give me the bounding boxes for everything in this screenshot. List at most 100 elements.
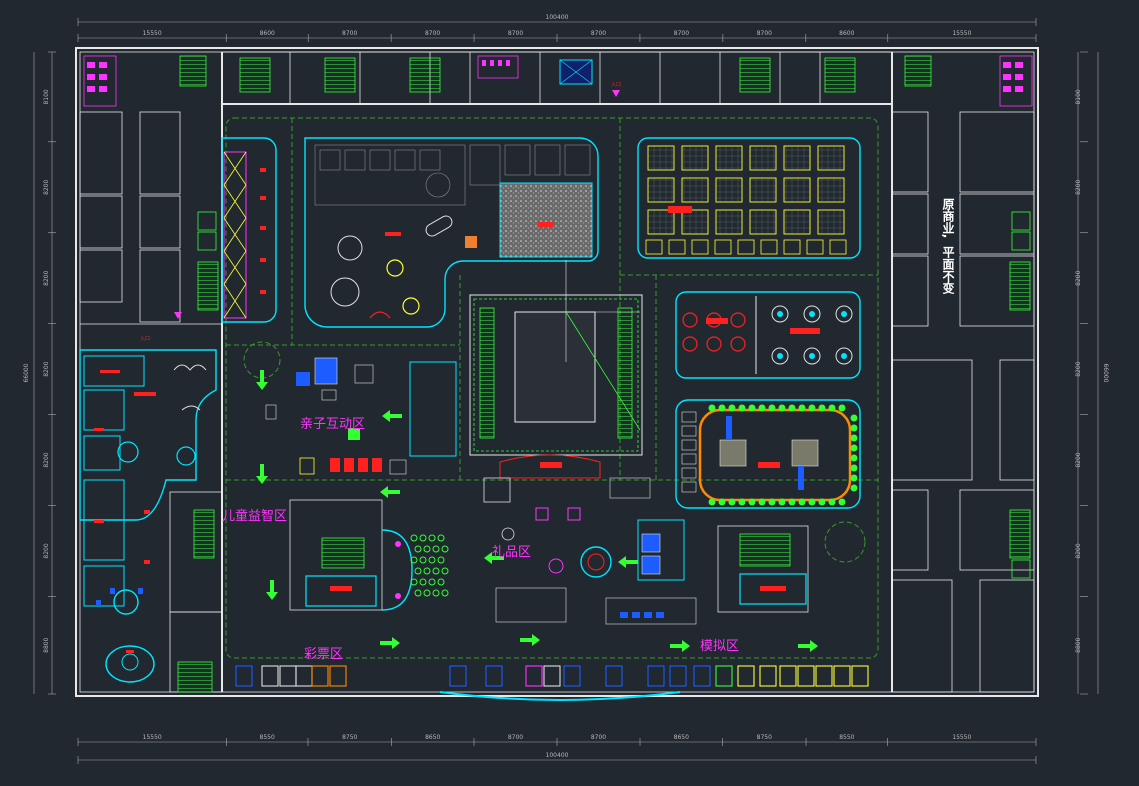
tree	[788, 498, 796, 506]
tile-pad	[647, 209, 675, 235]
flow-arrow-icon	[618, 556, 638, 568]
tile-pad-small	[714, 239, 732, 255]
tree	[850, 464, 858, 472]
dimension-label: 8700	[342, 30, 357, 37]
plant	[423, 567, 431, 575]
zone-parent-child: 亲子互动区	[300, 417, 365, 432]
table-center	[777, 353, 783, 359]
plant	[410, 556, 418, 564]
game-table	[682, 312, 698, 328]
dimension-label: 15550	[952, 30, 971, 37]
playground-top-left	[304, 137, 599, 328]
game-machine	[759, 665, 777, 687]
plant	[423, 545, 431, 553]
tile-pad	[783, 209, 811, 235]
dimension-label: 8600	[260, 30, 275, 37]
table-center	[809, 311, 815, 317]
game-machine	[797, 665, 815, 687]
game-machine	[647, 665, 665, 687]
dimension-label: 8200	[43, 270, 50, 285]
plant	[432, 545, 440, 553]
top-shop-row: 入口	[179, 51, 932, 105]
tree	[758, 498, 766, 506]
tile-pad	[681, 145, 709, 171]
tile-pad	[817, 209, 845, 235]
plant	[410, 578, 418, 586]
train-play-area	[675, 399, 861, 509]
game-machine	[851, 665, 869, 687]
flow-arrow-icon	[256, 464, 268, 484]
tile-pad	[749, 209, 777, 235]
tile-pad	[783, 177, 811, 203]
table-center	[841, 311, 847, 317]
tree	[718, 404, 726, 412]
tree	[850, 424, 858, 432]
entrance-left-arrow-icon	[174, 312, 182, 319]
tree	[748, 498, 756, 506]
table-center	[841, 353, 847, 359]
flow-arrows	[256, 370, 818, 652]
zone-kids-puzzle: 儿童益智区	[222, 508, 287, 524]
entrance-arrow-icon	[612, 90, 620, 97]
game-machine	[693, 665, 711, 687]
overall-height-left: 66000	[23, 363, 30, 382]
tile-grid-area	[637, 137, 861, 259]
tile-pad	[715, 177, 743, 203]
game-machine	[715, 665, 733, 687]
dimension-label: 8200	[43, 179, 50, 194]
tile-pad	[715, 145, 743, 171]
tree	[758, 404, 766, 412]
flow-arrow-icon	[380, 486, 400, 498]
game-machine	[525, 665, 543, 687]
dimension-label: 8650	[425, 734, 440, 741]
dimension-label: 15550	[143, 30, 162, 37]
game-machine	[329, 665, 347, 687]
flow-arrow-icon	[798, 640, 818, 652]
plant	[437, 534, 445, 542]
dimension-label: 8200	[43, 452, 50, 467]
flow-arrow-icon	[382, 410, 402, 422]
dimension-label: 8550	[260, 734, 275, 741]
tree	[738, 404, 746, 412]
dimension-bottom-total: 100400	[77, 752, 1037, 764]
tile-pad	[681, 209, 709, 235]
game-table	[730, 336, 746, 352]
tree	[768, 404, 776, 412]
game-table	[706, 336, 722, 352]
tree	[748, 404, 756, 412]
plant	[437, 556, 445, 564]
dimension-label: 8650	[674, 734, 689, 741]
table-center	[777, 311, 783, 317]
kids-puzzle-area	[79, 349, 217, 683]
tile-pad	[749, 145, 777, 171]
dimension-label: 8700	[508, 30, 523, 37]
tree	[728, 498, 736, 506]
plant	[428, 578, 436, 586]
tree	[768, 498, 776, 506]
dimension-label: 8700	[508, 734, 523, 741]
dimension-label: 8100	[1075, 89, 1082, 104]
plant	[441, 567, 449, 575]
dimension-label: 8700	[591, 30, 606, 37]
plant	[432, 589, 440, 597]
tables-area	[675, 291, 861, 379]
flow-arrow-icon	[380, 637, 400, 649]
retail-note-line2: 平面不变	[941, 246, 955, 295]
plant	[428, 534, 436, 542]
tree	[718, 498, 726, 506]
tree	[850, 444, 858, 452]
plant	[419, 556, 427, 564]
entrance-left-label: 入口	[140, 336, 150, 342]
plant	[428, 556, 436, 564]
flow-arrow-icon	[670, 640, 690, 652]
dimension-label: 8700	[425, 30, 440, 37]
dimension-label: 8800	[43, 637, 50, 652]
tree	[798, 404, 806, 412]
retail-note-line1: 原商业,	[941, 197, 955, 238]
tile-pad-small	[737, 239, 755, 255]
game-machine	[279, 665, 297, 687]
